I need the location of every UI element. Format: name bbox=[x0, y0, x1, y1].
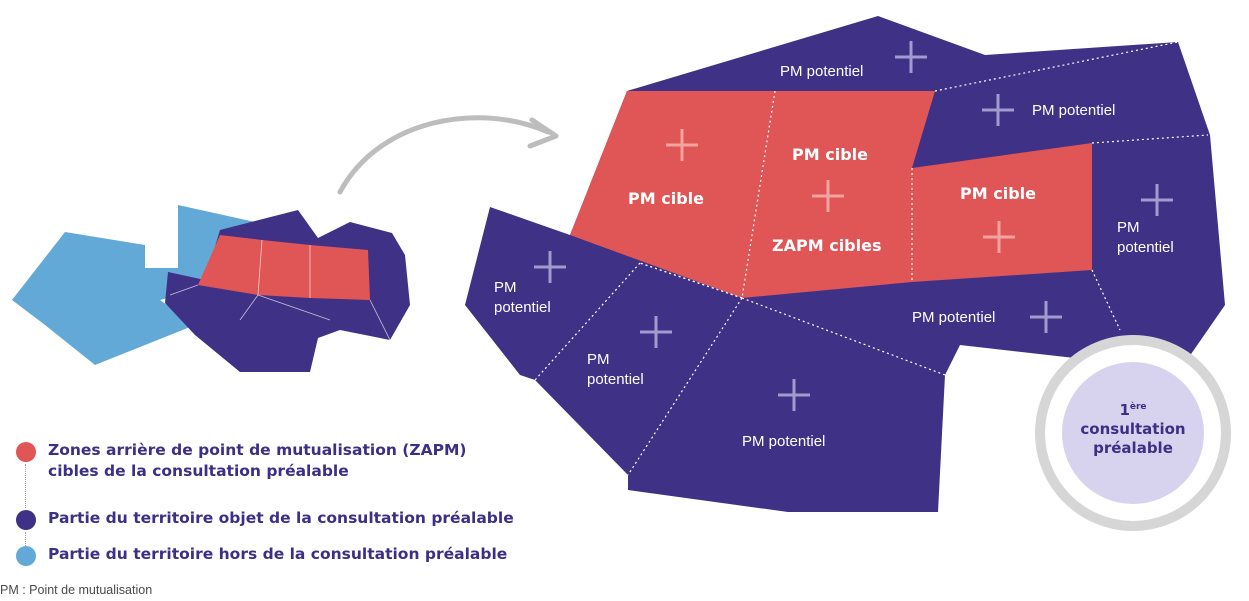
legend-purple-dot bbox=[16, 510, 36, 530]
plus-icon-cible-left bbox=[666, 129, 698, 161]
legend-blue-dot bbox=[16, 546, 36, 566]
overview-outside-zone bbox=[12, 205, 265, 365]
plus-icon-mid-right bbox=[1030, 301, 1062, 333]
overview-map bbox=[12, 205, 410, 372]
badge-line2: préalable bbox=[1093, 439, 1173, 457]
overview-zapm-zone bbox=[198, 235, 370, 300]
label-zapm-cibles: ZAPM cibles bbox=[772, 236, 881, 255]
legend-zapm-line2: cibles de la consultation préalable bbox=[48, 462, 349, 480]
zapm-zone-right bbox=[912, 143, 1092, 282]
label-pm-potentiel-lower-left-2: potentiel bbox=[587, 371, 644, 388]
legend-outside-label: Partie du territoire hors de la consulta… bbox=[48, 545, 508, 563]
plus-icon-left bbox=[534, 251, 566, 283]
label-pm-potentiel-left-1: PM bbox=[494, 279, 517, 296]
plus-icon-cible-right bbox=[983, 221, 1015, 253]
plus-icon-right bbox=[1141, 184, 1173, 216]
legend-item-territory: Partie du territoire objet de la consult… bbox=[16, 508, 616, 546]
label-pm-potentiel-right-2: potentiel bbox=[1117, 239, 1174, 256]
plus-icon-lower-left bbox=[640, 316, 672, 348]
consultation-badge bbox=[1035, 335, 1231, 531]
detail-map: PM potentiel PM potentiel PM potentiel P… bbox=[465, 16, 1225, 512]
legend: Zones arrière de point de mutualisation … bbox=[16, 440, 616, 574]
label-pm-potentiel-top: PM potentiel bbox=[780, 63, 863, 80]
plus-icon-upper-right bbox=[982, 94, 1014, 126]
badge-line1: consultation bbox=[1080, 420, 1186, 438]
legend-red-dot bbox=[16, 442, 36, 462]
label-pm-cible-right: PM cible bbox=[960, 184, 1036, 203]
label-pm-cible-center: PM cible bbox=[792, 145, 868, 164]
legend-territory-label: Partie du territoire objet de la consult… bbox=[48, 509, 514, 527]
plus-icon-top bbox=[895, 41, 927, 73]
arrow-head bbox=[527, 117, 559, 149]
label-pm-potentiel-mid-right: PM potentiel bbox=[912, 309, 995, 326]
legend-item-outside: Partie du territoire hors de la consulta… bbox=[16, 544, 616, 574]
label-pm-cible-left: PM cible bbox=[628, 189, 704, 208]
label-pm-potentiel-right-1: PM bbox=[1117, 219, 1140, 236]
plus-icon-cible-center bbox=[812, 180, 844, 212]
label-pm-potentiel-lower-left-1: PM bbox=[587, 351, 610, 368]
label-pm-potentiel-left-2: potentiel bbox=[494, 299, 551, 316]
label-pm-potentiel-upper-right: PM potentiel bbox=[1032, 102, 1115, 119]
badge-ordinal: 1ère bbox=[1119, 401, 1147, 419]
legend-zapm-line1: Zones arrière de point de mutualisation … bbox=[48, 441, 467, 459]
zapm-zone-left bbox=[570, 91, 775, 298]
transition-arrow bbox=[337, 115, 551, 195]
badge-text: 1ère consultation préalable bbox=[1078, 398, 1188, 458]
label-pm-potentiel-bottom: PM potentiel bbox=[742, 433, 825, 450]
legend-item-zapm: Zones arrière de point de mutualisation … bbox=[16, 440, 616, 508]
plus-icon-bottom bbox=[778, 379, 810, 411]
footnote: PM : Point de mutualisation bbox=[0, 583, 153, 597]
